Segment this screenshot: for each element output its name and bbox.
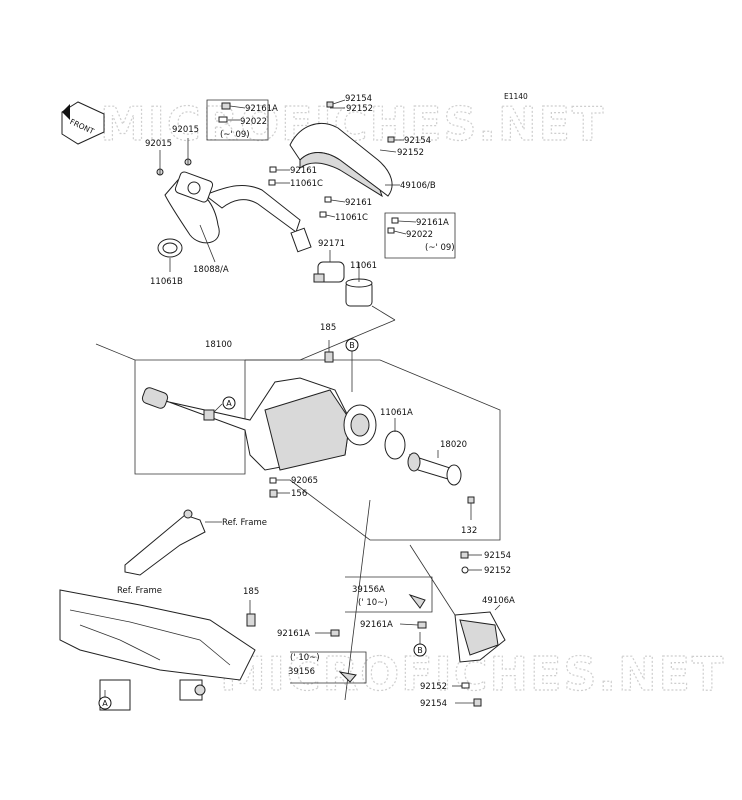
bolt-185-top: [324, 351, 334, 363]
heat-cover-49106b: [289, 123, 393, 198]
diagram-code: E1140: [504, 92, 528, 101]
callout-b-top: B: [349, 341, 355, 350]
label-92152-c: 92152: [484, 566, 511, 576]
gasket-11061: [345, 278, 373, 307]
label-49106a: 49106A: [482, 596, 515, 606]
label-11061a: 11061A: [380, 408, 413, 418]
label-92015-b: 92015: [145, 139, 172, 149]
label-39156a: 39156A: [352, 585, 385, 595]
bracket-box-top-right: [384, 212, 456, 259]
label-92161a-c: 92161A: [360, 620, 393, 630]
label-11061c-b: 11061C: [335, 213, 368, 223]
label-39156: 39156: [288, 667, 315, 677]
label-92015-a: 92015: [172, 125, 199, 135]
label-18020: 18020: [440, 440, 467, 450]
label-92161a-b: 92161A: [416, 218, 449, 228]
bolt-185-bottom: [246, 613, 256, 627]
head-pipe: [164, 171, 301, 244]
label-92161-b: 92161: [345, 198, 372, 208]
label-132: 132: [461, 526, 477, 536]
label-185-a: 185: [320, 323, 336, 333]
label-11061b: 11061B: [150, 277, 183, 287]
label-92154-d: 92154: [420, 699, 447, 709]
label-09-b: (~' 09): [425, 243, 455, 253]
label-11061: 11061: [350, 261, 377, 271]
label-92154-b: 92154: [404, 136, 431, 146]
leader-lines: [104, 99, 501, 704]
label-ref-frame-b: Ref. Frame: [117, 586, 162, 596]
label-92161a-d: 92161A: [277, 629, 310, 639]
label-92161-a: 92161: [290, 166, 317, 176]
label-ref-frame-a: Ref. Frame: [222, 518, 267, 528]
callout-b-bottom: B: [417, 646, 423, 655]
callout-a-mid: A: [226, 399, 232, 408]
label-92171: 92171: [318, 239, 345, 249]
gasket-11061a: [384, 430, 406, 460]
label-92152-d: 92152: [420, 682, 447, 692]
muffler-group-box: [245, 359, 501, 541]
label-92152-a: 92152: [346, 104, 373, 114]
label-92152-b: 92152: [397, 148, 424, 158]
label-11061c-a: 11061C: [290, 179, 323, 189]
heat-cover-49106a: [454, 611, 506, 663]
bracket-box-top-left: [206, 99, 269, 141]
label-92022-a: 92022: [240, 117, 267, 127]
bracket-box-39156a: [345, 576, 433, 613]
clamp-92171: [313, 261, 345, 283]
front-arrow-icon: FRONT: [61, 101, 105, 145]
label-185-b: 185: [243, 587, 259, 597]
muffler-18100: [141, 377, 377, 471]
callout-a-bottom: A: [102, 699, 108, 708]
label-92154-a: 92154: [345, 94, 372, 104]
tail-pipe-18020: [407, 452, 462, 486]
label-156: 156: [291, 489, 307, 499]
label-18100: 18100: [205, 340, 232, 350]
bracket-box-39156: [290, 651, 367, 684]
label-92022-b: 92022: [406, 230, 433, 240]
frame-bracket: [124, 509, 206, 576]
label-10-b: (' 10~): [290, 653, 320, 663]
label-10-a: (' 10~): [358, 598, 388, 608]
label-92161a-a: 92161A: [245, 104, 278, 114]
label-92065: 92065: [291, 476, 318, 486]
label-49106b: 49106/B: [400, 181, 436, 191]
label-18088a: 18088/A: [193, 265, 229, 275]
label-09-a: (~' 09): [220, 130, 250, 140]
label-92154-c: 92154: [484, 551, 511, 561]
